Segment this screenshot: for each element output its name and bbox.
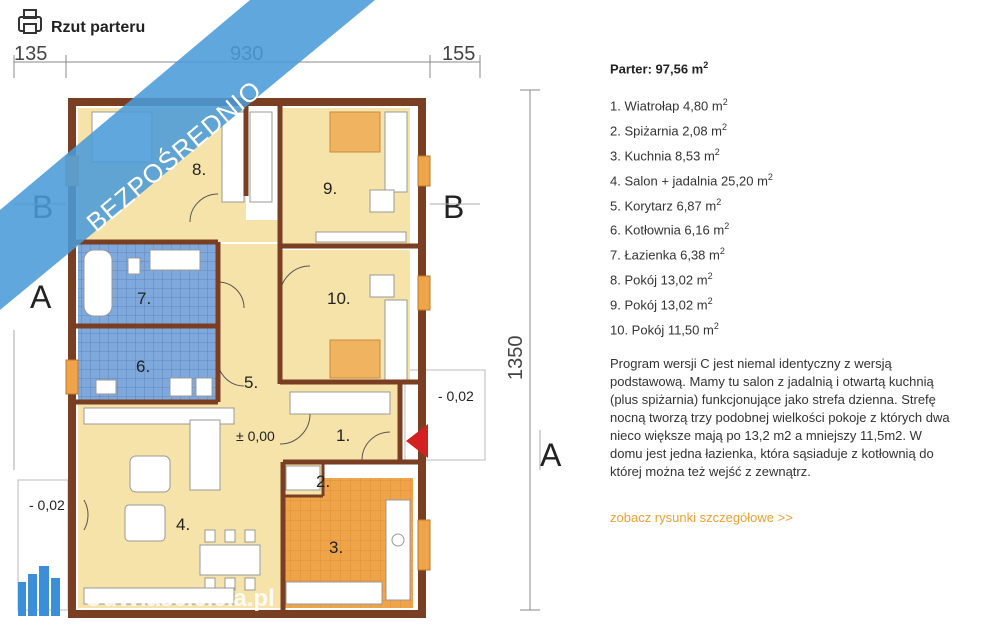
room-list-item-text: 3. Kuchnia 8,53 m bbox=[610, 148, 715, 164]
building-logo-icon bbox=[18, 566, 60, 616]
print-icon[interactable] bbox=[18, 9, 42, 34]
room-list-item-text: 6. Kotłownia 6,16 m bbox=[610, 222, 725, 238]
room-list-item-sup: 2 bbox=[713, 320, 719, 331]
room-label-6: 6. bbox=[136, 357, 150, 376]
room-label-3: 3. bbox=[329, 538, 343, 557]
level-entry: - 0,02 bbox=[438, 388, 474, 404]
room-list-item-sup: 2 bbox=[722, 97, 728, 108]
room-list-item-sup: 2 bbox=[707, 271, 713, 282]
room-list-item: 7. Łazienka 6,38 m2 bbox=[610, 241, 950, 266]
room-list-item-text: 8. Pokój 13,02 m bbox=[610, 272, 708, 288]
room-label-5: 5. bbox=[244, 373, 258, 392]
room-list-item: 10. Pokój 11,50 m2 bbox=[610, 316, 950, 341]
room-list-item-sup: 2 bbox=[767, 171, 773, 182]
room-list-item: 2. Spiżarnia 2,08 m2 bbox=[610, 117, 950, 142]
room-list-item-sup: 2 bbox=[714, 146, 720, 157]
section-a-left: A bbox=[30, 279, 52, 315]
floor-area-title: Parter: 97,56 m2 bbox=[610, 60, 950, 76]
room-list-item-text: 5. Korytarz 6,87 m bbox=[610, 197, 717, 213]
entrance-arrow-icon bbox=[406, 424, 428, 458]
level-terrace: - 0,02 bbox=[29, 497, 65, 513]
room-label-2: 2. bbox=[316, 472, 330, 491]
floor-area-title-sup: 2 bbox=[703, 60, 709, 70]
plan-title: Rzut parteru bbox=[51, 19, 145, 36]
room-label-9: 9. bbox=[323, 179, 337, 198]
watermark-text: OdWlasciciela.pl bbox=[84, 585, 275, 612]
room-label-1: 1. bbox=[336, 426, 350, 445]
dimension-right: 155 bbox=[442, 43, 475, 65]
room-list-item: 8. Pokój 13,02 m2 bbox=[610, 266, 950, 291]
plan-description: Program wersji C jest niemal identyczny … bbox=[610, 355, 950, 479]
room-list-item: 6. Kotłownia 6,16 m2 bbox=[610, 216, 950, 241]
detailed-drawings-link[interactable]: zobacz rysunki szczegółowe >> bbox=[610, 509, 793, 525]
dimension-height: 1350 bbox=[505, 336, 527, 381]
room-label-7: 7. bbox=[137, 289, 151, 308]
floor-plan: Rzut parteru 135 930 155 1350 B B A A bbox=[0, 0, 562, 618]
room-list-item-sup: 2 bbox=[707, 295, 713, 306]
room-list-item-text: 1. Wiatrołap 4,80 m bbox=[610, 98, 723, 114]
room-list-item-text: 4. Salon + jadalnia 25,20 m bbox=[610, 173, 768, 189]
room-list-item: 3. Kuchnia 8,53 m2 bbox=[610, 142, 950, 167]
watermark: OdWlasciciela.pl bbox=[18, 566, 275, 616]
room-label-10: 10. bbox=[327, 289, 351, 308]
room-list-item-text: 2. Spiżarnia 2,08 m bbox=[610, 123, 723, 139]
dimension-left: 135 bbox=[14, 43, 47, 65]
section-b-right: B bbox=[443, 189, 464, 225]
room-list-item-text: 10. Pokój 11,50 m bbox=[610, 322, 714, 338]
room-list-item-text: 7. Łazienka 6,38 m bbox=[610, 247, 720, 263]
room-list-item-text: 9. Pokój 13,02 m bbox=[610, 297, 708, 313]
room-list-item-sup: 2 bbox=[716, 196, 722, 207]
room-list-item: 1. Wiatrołap 4,80 m2 bbox=[610, 92, 950, 117]
room-list-item: 9. Pokój 13,02 m2 bbox=[610, 291, 950, 316]
room-label-4: 4. bbox=[176, 515, 190, 534]
level-center: ± 0,00 bbox=[236, 428, 275, 444]
hall-top-floor bbox=[78, 220, 278, 242]
room-list-item-sup: 2 bbox=[719, 246, 725, 257]
room-list-item-sup: 2 bbox=[724, 221, 730, 232]
section-a-right: A bbox=[540, 437, 562, 473]
floor-area-title-text: Parter: 97,56 m bbox=[610, 61, 704, 77]
room-list-item: 5. Korytarz 6,87 m2 bbox=[610, 192, 950, 217]
room-list-item-sup: 2 bbox=[722, 122, 728, 133]
room-label-8: 8. bbox=[192, 160, 206, 179]
room-list-item: 4. Salon + jadalnia 25,20 m2 bbox=[610, 167, 950, 192]
